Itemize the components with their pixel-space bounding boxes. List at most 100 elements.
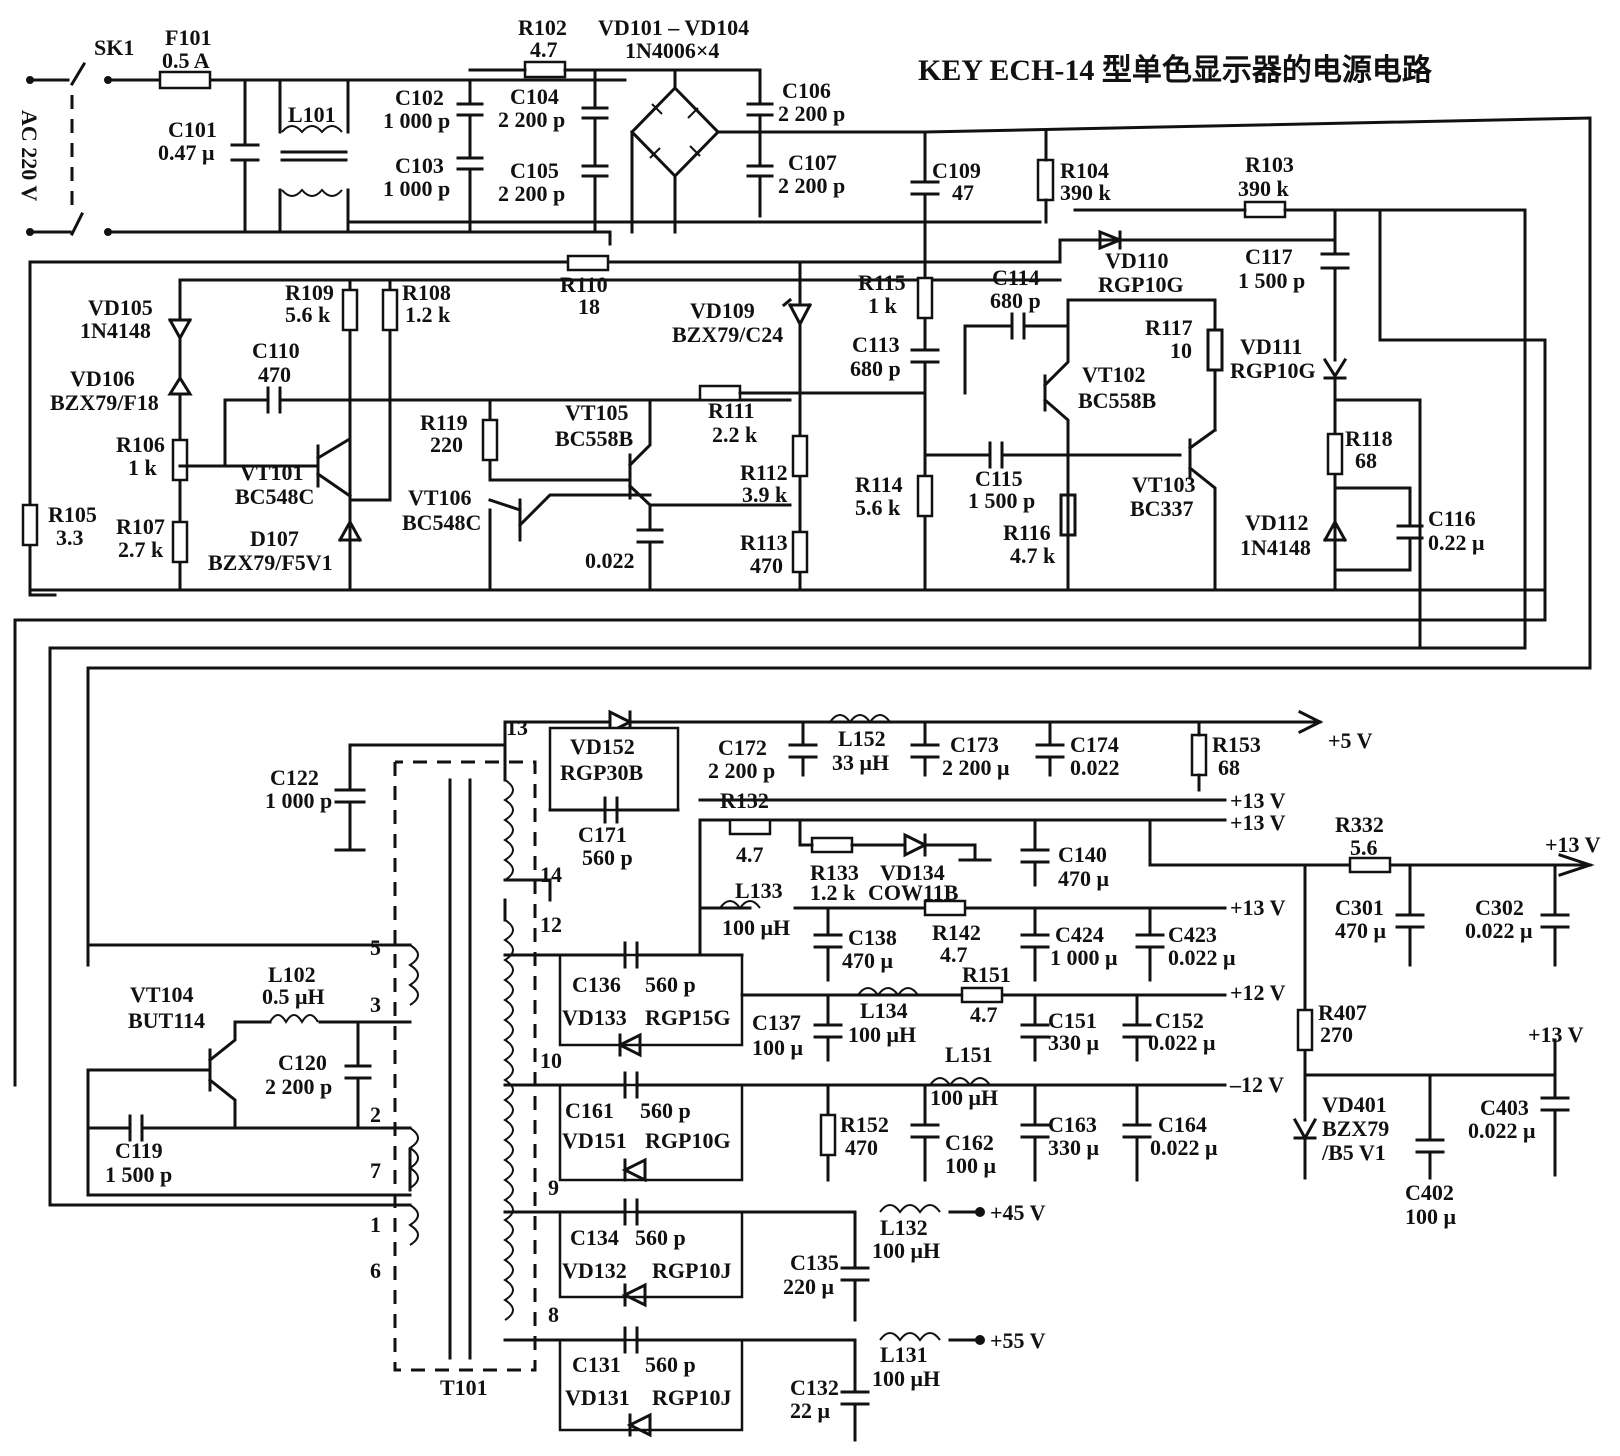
c402-value: 100 μ	[1405, 1204, 1457, 1229]
c131-value: 560 p	[645, 1352, 696, 1377]
vd401-value: BZX79	[1322, 1116, 1389, 1141]
l132-value: 100 μH	[872, 1238, 940, 1263]
c117-label: C117	[1245, 244, 1293, 269]
r407	[1296, 1008, 1314, 1052]
output-plus-45v: +45 V	[990, 1200, 1046, 1225]
r142	[923, 899, 967, 917]
r110-value: 18	[578, 294, 600, 319]
c171-label: C171	[578, 822, 627, 847]
output-plus-13v-e: +13 V	[1528, 1022, 1584, 1047]
pin-13: 13	[506, 715, 528, 740]
c151-value: 330 μ	[1048, 1030, 1100, 1055]
r407-value: 270	[1320, 1022, 1353, 1047]
c161-value: 560 p	[640, 1098, 691, 1123]
r112-label: R112	[740, 460, 788, 485]
r114	[916, 474, 934, 518]
c107-label: C107	[788, 150, 837, 175]
d107-value: BZX79/F5V1	[208, 550, 333, 575]
r112-value: 3.9 k	[742, 482, 788, 507]
bridge-value: 1N4006×4	[625, 38, 719, 63]
r117-label: R117	[1145, 315, 1193, 340]
pin-5: 5	[370, 935, 381, 960]
r109-label: R109	[285, 280, 334, 305]
vd151-box	[558, 1083, 744, 1182]
c119-value: 1 500 p	[105, 1162, 172, 1187]
c134-value: 560 p	[635, 1225, 686, 1250]
l133-label: L133	[735, 878, 783, 903]
c101-value: 0.47 μ	[158, 140, 215, 165]
r133-label: R133	[810, 860, 859, 885]
c101-label: C101	[168, 117, 217, 142]
output-plus-5v: +5 V	[1328, 728, 1373, 753]
r407-label: R407	[1318, 1000, 1367, 1025]
l132-label: L132	[880, 1215, 928, 1240]
r113	[791, 530, 809, 574]
r107-label: R107	[116, 514, 165, 539]
vd151-label: VD151	[562, 1128, 627, 1153]
r111-label: R111	[708, 398, 754, 423]
r109-value: 5.6 k	[285, 302, 331, 327]
c117-value: 1 500 p	[1238, 268, 1305, 293]
bridge-label: VD101 – VD104	[598, 15, 749, 40]
pin-8: 8	[548, 1302, 559, 1327]
vt104-value: BUT114	[128, 1008, 205, 1033]
c132-value: 22 μ	[790, 1398, 831, 1423]
c102-label: C102	[395, 85, 444, 110]
l134-value: 100 μH	[848, 1022, 916, 1047]
vt101-value: BC548C	[235, 484, 314, 509]
r103-value: 390 k	[1238, 176, 1290, 201]
c424-value: 1 000 μ	[1050, 945, 1118, 970]
l151-value: 100 μH	[930, 1085, 998, 1110]
r142-label: R142	[932, 920, 981, 945]
r153	[1190, 733, 1208, 777]
secondary-13v: +13 V +13 V R132 4.7 R133 1.2 k VD134 CO…	[503, 788, 1601, 1229]
start-circuit: C109 47 R104 390 k R103 390 k	[48, 116, 1592, 1207]
c161-label: C161	[565, 1098, 614, 1123]
c132-label: C132	[790, 1375, 839, 1400]
c302-label: C302	[1475, 895, 1524, 920]
r132-label: R132	[720, 788, 769, 813]
r108-value: 1.2 k	[405, 302, 451, 327]
c137-value: 100 μ	[752, 1035, 804, 1060]
l152-value: 33 μH	[832, 750, 889, 775]
r332-label: R332	[1335, 812, 1384, 837]
vt102-value: BC558B	[1078, 388, 1157, 413]
c151-label: C151	[1048, 1008, 1097, 1033]
c122-label: C122	[270, 765, 319, 790]
r133	[810, 836, 854, 854]
c174-label: C174	[1070, 732, 1119, 757]
vt103-value: BC337	[1130, 496, 1194, 521]
secondary-45v-55v: C134 560 p VD132 RGP10J L132 100 μH +45 …	[503, 1198, 1046, 1442]
l131-value: 100 μH	[872, 1366, 940, 1391]
r104-value: 390 k	[1060, 180, 1112, 205]
secondary-minus-12v: C161 560 p VD151 RGP10G –12 V L151 100 μ…	[503, 1042, 1284, 1183]
l133-value: 100 μH	[722, 915, 790, 940]
schematic-title: KEY ECH-14 型单色显示器的电源电路	[918, 54, 1433, 87]
r119-label: R119	[420, 410, 468, 435]
r113-value: 470	[750, 553, 783, 578]
l151-label: L151	[945, 1042, 993, 1067]
switch-label: SK1	[94, 35, 134, 60]
c403-label: C403	[1480, 1095, 1529, 1120]
ac-input-section: SK1 F101 0.5 A AC 220 V C101 0.47 μ L101…	[17, 15, 1042, 246]
c102-value: 1 000 p	[383, 108, 450, 133]
c301-label: C301	[1335, 895, 1384, 920]
c140-value: 470 μ	[1058, 866, 1110, 891]
r104	[1036, 158, 1055, 202]
c138-value: 470 μ	[842, 948, 894, 973]
output-plus-13v-c: +13 V	[1545, 832, 1601, 857]
c113-value: 680 p	[850, 356, 901, 381]
c163-value: 330 μ	[1048, 1135, 1100, 1160]
r107-value: 2.7 k	[118, 537, 164, 562]
r132	[728, 818, 772, 836]
r133-value: 1.2 k	[810, 880, 856, 905]
primary-section: VT104 BUT114 L102 0.5 μH C120 2 200 p C1…	[86, 715, 562, 1400]
c131-label: C131	[572, 1352, 621, 1377]
vd109-label: VD109	[690, 298, 755, 323]
vd106-label: VD106	[70, 366, 135, 391]
l131-label: L131	[880, 1342, 928, 1367]
r151	[960, 986, 1004, 1004]
c424-label: C424	[1055, 922, 1104, 947]
c134-label: C134	[570, 1225, 619, 1250]
vd112-label: VD112	[1245, 510, 1309, 535]
